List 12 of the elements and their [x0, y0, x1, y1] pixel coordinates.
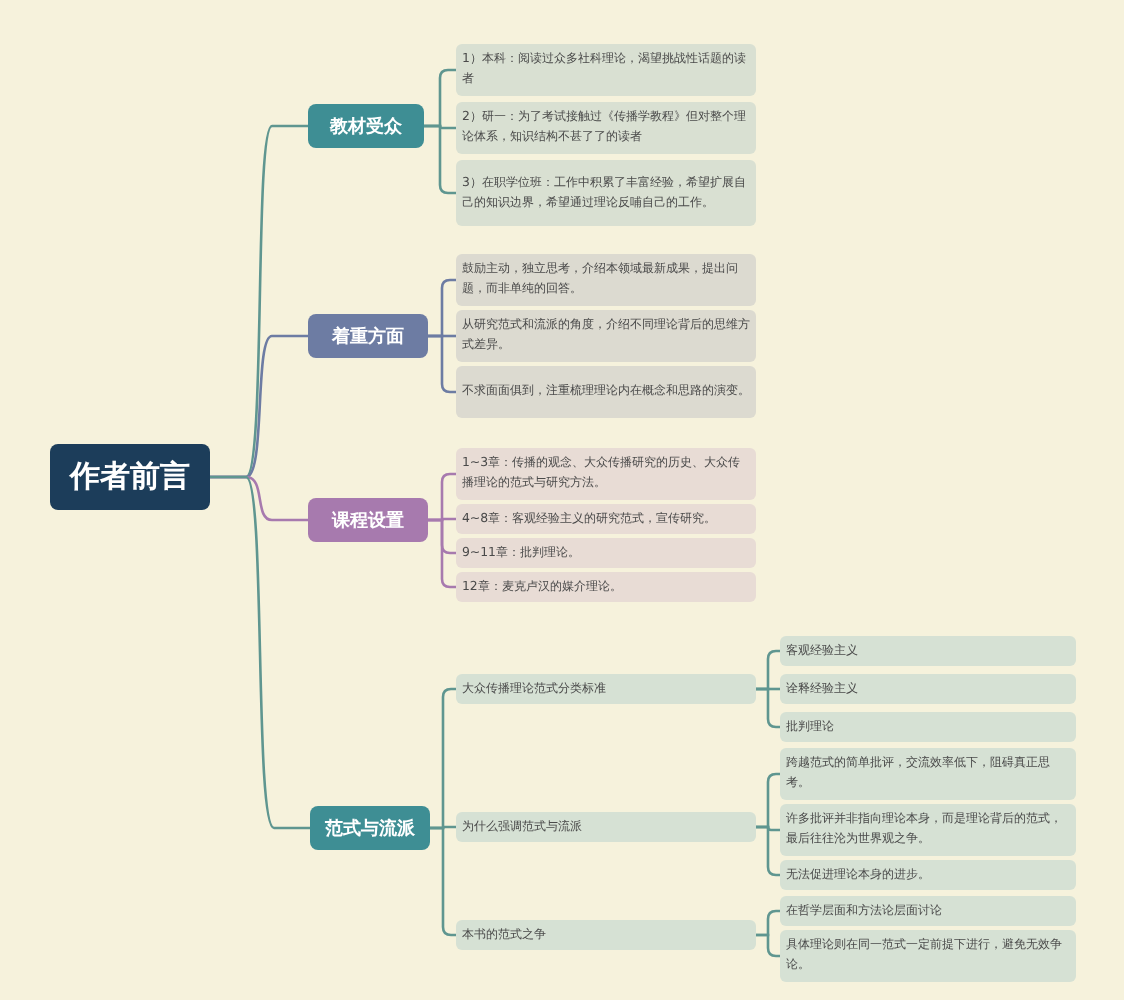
topic-box: 范式与流派: [310, 806, 430, 850]
topic-box: 课程设置: [308, 498, 428, 542]
connector-line: [756, 933, 780, 958]
connector-line: [424, 124, 456, 195]
connector-line: [756, 825, 780, 877]
topic-box: 着重方面: [308, 314, 428, 358]
central-topic-box: 作者前言: [50, 444, 210, 510]
connector-line: [210, 475, 310, 830]
topic-box: 教材受众: [308, 104, 424, 148]
connector-line: [428, 334, 456, 394]
connector-line: [428, 518, 456, 589]
connector-line: [756, 687, 780, 729]
